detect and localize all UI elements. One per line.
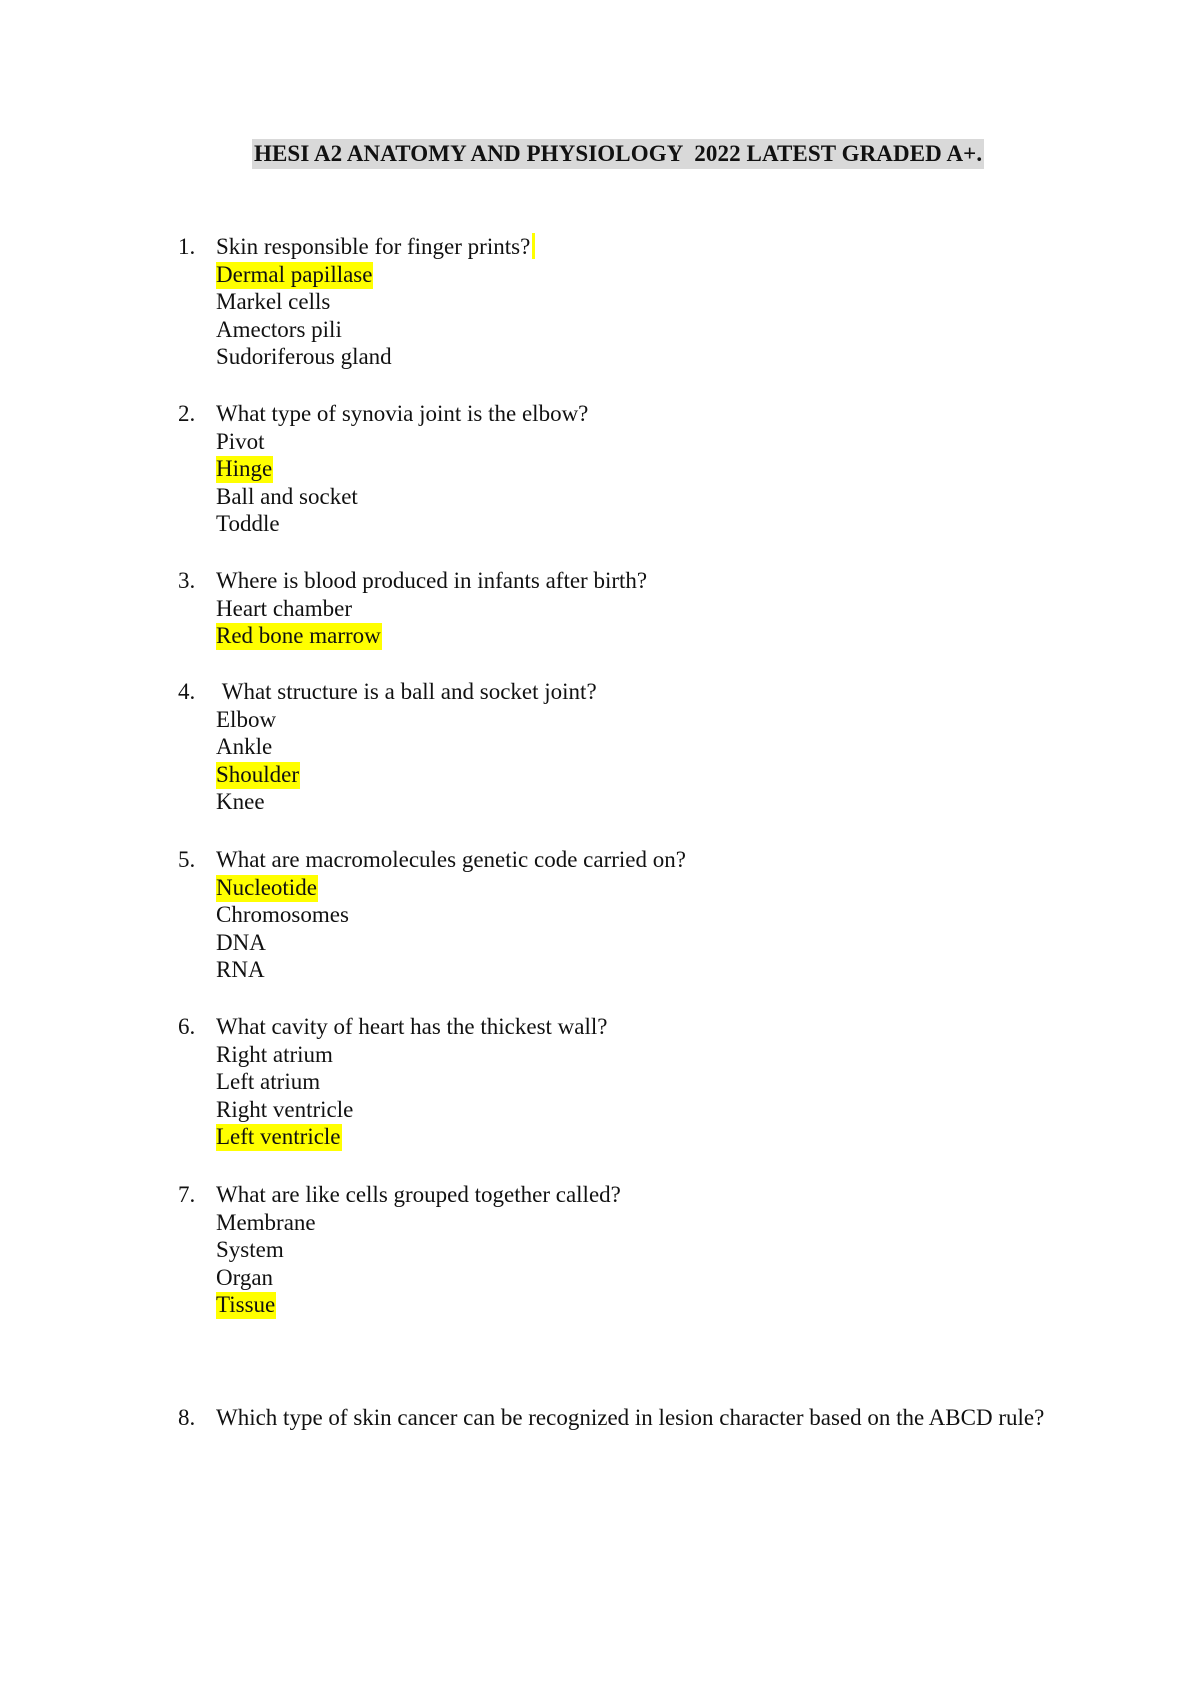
question-number: 5.: [178, 847, 196, 872]
question-number: 6.: [178, 1014, 196, 1039]
answer-option-correct: Nucleotide: [216, 874, 318, 902]
question-6: 6. What cavity of heart has the thickest…: [178, 1013, 1058, 1152]
answer-options: Membrane System Organ Tissue: [216, 1209, 1058, 1320]
question-7: 7. What are like cells grouped together …: [178, 1181, 1058, 1320]
answer-option-correct: Left ventricle: [216, 1124, 342, 1152]
answer-option: Heart chamber: [216, 595, 353, 621]
answer-options: Heart chamber Red bone marrow: [216, 595, 1058, 651]
answer-option: Knee: [216, 789, 265, 815]
question-text: What cavity of heart has the thickest wa…: [216, 1014, 608, 1039]
answer-options: Right atrium Left atrium Right ventricle…: [216, 1041, 1058, 1152]
answer-option: Left atrium: [216, 1069, 321, 1095]
question-text: Which type of skin cancer can be recogni…: [216, 1405, 1045, 1430]
answer-option: Markel cells: [216, 289, 331, 315]
question-text: Skin responsible for finger prints?: [216, 233, 1058, 261]
document-title: HESI A2 ANATOMY AND PHYSIOLOGY 2022 LATE…: [252, 139, 985, 169]
highlight-mark: [532, 233, 536, 259]
question-text: Where is blood produced in infants after…: [216, 568, 648, 593]
answer-option-correct: Dermal papillase: [216, 261, 374, 289]
question-number: 4.: [178, 679, 196, 704]
question-number: 1.: [178, 234, 196, 259]
question-number: 7.: [178, 1182, 196, 1207]
answer-option: System: [216, 1237, 284, 1263]
answer-option: Elbow: [216, 706, 277, 732]
answer-option: Organ: [216, 1264, 274, 1290]
answer-option: Ankle: [216, 734, 273, 760]
question-2: 2. What type of synovia joint is the elb…: [178, 400, 1058, 538]
answer-options: Elbow Ankle Shoulder Knee: [216, 706, 1058, 816]
answer-option-correct: Shoulder: [216, 761, 301, 789]
question-text: What type of synovia joint is the elbow?: [216, 401, 589, 426]
question-number: 3.: [178, 568, 196, 593]
answer-option: Ball and socket: [216, 483, 358, 509]
answer-option: Toddle: [216, 511, 280, 537]
question-text: What structure is a ball and socket join…: [216, 679, 597, 704]
answer-option: Chromosomes: [216, 902, 349, 928]
answer-options: Pivot Hinge Ball and socket Toddle: [216, 428, 1058, 538]
answer-option-correct: Tissue: [216, 1292, 277, 1320]
answer-option: RNA: [216, 957, 265, 983]
question-text: What are like cells grouped together cal…: [216, 1182, 621, 1207]
question-number: 2.: [178, 401, 196, 426]
question-3: 3. Where is blood produced in infants af…: [178, 567, 1058, 651]
answer-option: Amectors pili: [216, 316, 342, 342]
question-4: 4. What structure is a ball and socket j…: [178, 678, 1058, 816]
answer-option: Sudoriferous gland: [216, 344, 392, 370]
answer-options: Nucleotide Chromosomes DNA RNA: [216, 874, 1058, 984]
question-8: 8. Which type of skin cancer can be reco…: [178, 1404, 1058, 1432]
question-number: 8.: [178, 1405, 196, 1430]
answer-option: Pivot: [216, 428, 265, 454]
question-text: What are macromolecules genetic code car…: [216, 847, 686, 872]
question-1: 1. Skin responsible for finger prints? D…: [178, 233, 1058, 371]
answer-option: Membrane: [216, 1209, 316, 1235]
answer-options: Dermal papillase Markel cells Amectors p…: [216, 261, 1058, 371]
question-5: 5. What are macromolecules genetic code …: [178, 846, 1058, 984]
answer-option: DNA: [216, 929, 266, 955]
answer-option: Right ventricle: [216, 1096, 354, 1122]
answer-option: Right atrium: [216, 1041, 333, 1067]
answer-option-correct: Red bone marrow: [216, 623, 382, 651]
answer-option-correct: Hinge: [216, 456, 274, 484]
